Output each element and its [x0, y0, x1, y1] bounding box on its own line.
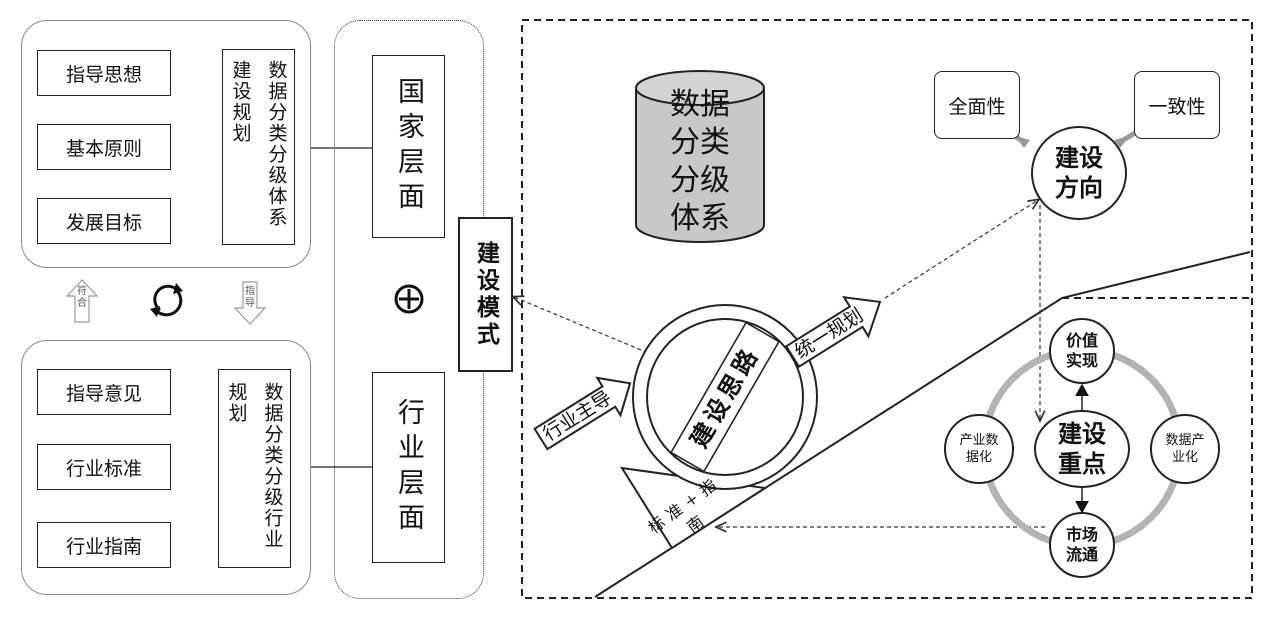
item-industry-standards: 行业标准 — [37, 444, 171, 490]
down-block-arrow — [233, 281, 267, 325]
plan-to-direction-arrow — [884, 200, 1038, 299]
unified-plan-arrow — [784, 295, 882, 369]
industry-level-box: 行业层面 — [372, 372, 445, 563]
data-industrialization-circle: 数据产业化 — [1150, 414, 1220, 484]
wheel-band — [669, 321, 781, 473]
national-level-box: 国家层面 — [372, 55, 445, 238]
item-development-goals: 发展目标 — [37, 198, 171, 244]
construction-mode-box: 建设模式 — [458, 217, 513, 372]
refresh-cycle-icon — [153, 284, 183, 317]
top-plan-box: 数据分类分级体系建设规划 — [222, 49, 295, 245]
down-arrow-label: 指导 — [245, 286, 255, 309]
item-industry-guides: 行业指南 — [37, 522, 171, 568]
item-basic-principles: 基本原则 — [37, 124, 171, 170]
comprehensiveness-box: 全面性 — [934, 71, 1020, 139]
market-circulation-circle: 市场流通 — [1049, 512, 1115, 578]
circled-plus-icon — [394, 284, 424, 314]
up-arrow-label: 符合 — [77, 286, 87, 309]
value-realization-circle: 价值实现 — [1049, 318, 1115, 384]
up-block-arrow — [65, 279, 99, 323]
industry-lead-arrow — [533, 376, 632, 451]
industry-digitization-circle: 产业数据化 — [944, 414, 1014, 484]
consistency-box: 一致性 — [1134, 71, 1220, 139]
cylinder-label: 数据分类分级体系 — [670, 87, 730, 236]
bottom-plan-box: 数据分类分级行业规划 — [218, 369, 291, 568]
right-dashed-frame — [521, 19, 1253, 599]
cylinder-shape — [635, 70, 765, 243]
construction-focus-circle: 建设重点 — [1034, 410, 1130, 488]
item-guiding-thought: 指导思想 — [37, 50, 171, 96]
construction-direction-circle: 建设方向 — [1031, 126, 1127, 220]
item-guiding-opinions: 指导意见 — [37, 369, 171, 415]
